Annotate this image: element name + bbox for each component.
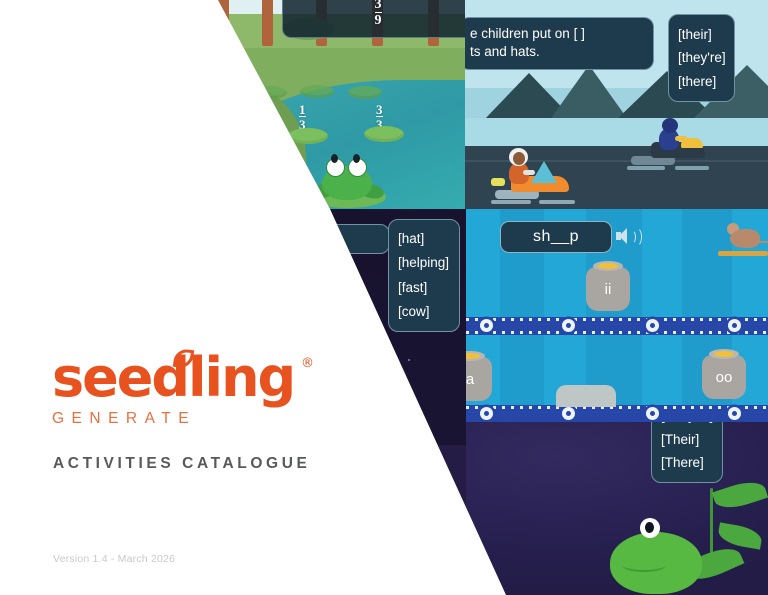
word-choice-theyre[interactable]: [they're] (678, 50, 726, 66)
word-choice-there[interactable]: [there] (678, 73, 717, 89)
frog-mouth (622, 558, 666, 572)
snow-sentence-card: e children put on [ ] ts and hats. (465, 17, 654, 70)
snowmobile-ski (491, 200, 531, 204)
sentence-line-2: ts and hats. (470, 44, 540, 60)
sandbag-label: oo (715, 368, 733, 386)
rider-helmet (662, 118, 678, 133)
snow-word-choice-panel: [their] [they're] [there] (668, 14, 735, 103)
frog-pupil (645, 522, 654, 533)
snowmobile-rider-orange (487, 148, 577, 208)
registered-mark: ® (301, 356, 314, 371)
word-choice-hat[interactable]: [hat] (398, 231, 425, 246)
scene-homophone-snow: e children put on [ ] ts and hats. [thei… (465, 0, 768, 209)
fraction-numerator: 3 (376, 102, 383, 117)
windshield (531, 158, 557, 183)
rivet-row (466, 318, 768, 321)
word-choice-cow[interactable]: [cow] (398, 303, 430, 319)
snowmobile-light (491, 178, 505, 186)
snow-strip (465, 118, 768, 146)
snowmobile-ski (675, 166, 709, 170)
lilypad[interactable] (364, 126, 404, 142)
mouse-character (724, 223, 768, 251)
snowmobile-windshield (681, 138, 703, 148)
mouse-body (730, 229, 760, 248)
scene-phonics-sandbags: sh__p ii (466, 209, 768, 422)
cog-icon (480, 407, 493, 420)
rider-face (513, 152, 525, 165)
logo-text: seedling (52, 346, 296, 409)
version-label: Version 1.4 - March 2026 (53, 553, 176, 565)
cog-icon (562, 319, 575, 332)
scene-homophone-forest: [They're] [Their] [There] (466, 422, 768, 595)
frog-character (606, 510, 716, 595)
brand-logo: seedling ® GENERATE (52, 347, 314, 428)
logo-wordmark: seedling ® (52, 347, 314, 405)
frog-character (308, 150, 386, 208)
fraction-numerator: 3 (374, 0, 382, 12)
frog-pupil (331, 154, 338, 163)
word-choice-fast[interactable]: [fast] (398, 279, 428, 295)
word-choice-theyre[interactable]: [They're] (661, 422, 713, 428)
phonics-word-prompt: sh__p (532, 228, 580, 245)
snowmobile-ski (627, 166, 665, 170)
sandbag-ii[interactable]: ii (586, 261, 630, 311)
rivet-row (466, 406, 768, 409)
space-word-choice-panel: [hat] [helping] [fast] [cow] (388, 219, 460, 333)
snowmobile-track (631, 156, 675, 165)
frog-pupil (353, 154, 360, 163)
star (408, 359, 410, 361)
banner-fraction: 3 9 (374, 0, 382, 28)
snowmobile-rider-blue (625, 118, 709, 172)
sandbag-label: a (466, 370, 475, 388)
cog-icon (728, 319, 741, 332)
lilypad-fraction-2[interactable]: 1 3 (299, 103, 306, 132)
cover-content: seedling ® GENERATE ACTIVITIES CATALOGUE… (0, 0, 340, 595)
rider-arm (523, 170, 535, 175)
lilypad-fraction-3[interactable]: 3 3 (376, 103, 383, 132)
speaker-cone (619, 228, 627, 244)
word-choice-their[interactable]: [Their] (661, 431, 700, 447)
mouse-tail (756, 241, 768, 243)
rider-body (509, 162, 529, 184)
lilypad-far (300, 85, 334, 98)
rider-arm (675, 136, 687, 141)
fraction-denominator: 9 (374, 12, 382, 28)
conveyor-rail (466, 405, 768, 422)
snow-ground-line (465, 160, 768, 162)
tree-trunk (262, 0, 273, 46)
cog-icon (480, 319, 493, 332)
forest-word-choice-panel: [They're] [Their] [There] (651, 422, 723, 483)
snowmobile-ski (539, 200, 575, 204)
word-choice-there[interactable]: [There] (661, 455, 704, 471)
cog-icon (728, 407, 741, 420)
lilypad[interactable] (288, 128, 328, 144)
page-title: ACTIVITIES CATALOGUE (53, 455, 311, 472)
cog-icon (646, 319, 659, 332)
logo-subtitle: GENERATE (52, 410, 197, 428)
speaker-body (616, 232, 621, 240)
speaker-icon[interactable] (616, 227, 642, 247)
plank (718, 251, 768, 256)
phonics-word-box[interactable]: sh__p (500, 221, 612, 253)
fraction-denominator: 3 (299, 116, 306, 133)
fraction-banner: 3 9 (282, 0, 474, 38)
conveyor-rail (466, 317, 768, 335)
cog-icon (562, 407, 575, 420)
word-choice-helping[interactable]: [helping] (398, 255, 450, 271)
snowmobile-track (495, 190, 539, 199)
rivet-row (466, 331, 768, 334)
rider-body (659, 128, 679, 150)
sandbag-a[interactable]: a (466, 351, 492, 401)
sandbag-label: ii (604, 280, 612, 298)
cog-icon (646, 407, 659, 420)
stone-block (556, 385, 616, 407)
sandbag-oo[interactable]: oo (702, 349, 746, 399)
plant-stem (710, 488, 713, 558)
sentence-line-1: e children put on [ ] (470, 26, 585, 41)
word-choice-their[interactable]: [their] (678, 27, 712, 42)
lilypad-far (348, 86, 382, 99)
fraction-denominator: 3 (376, 116, 383, 133)
speaker-wave (630, 227, 642, 247)
fraction-numerator: 1 (299, 102, 306, 117)
